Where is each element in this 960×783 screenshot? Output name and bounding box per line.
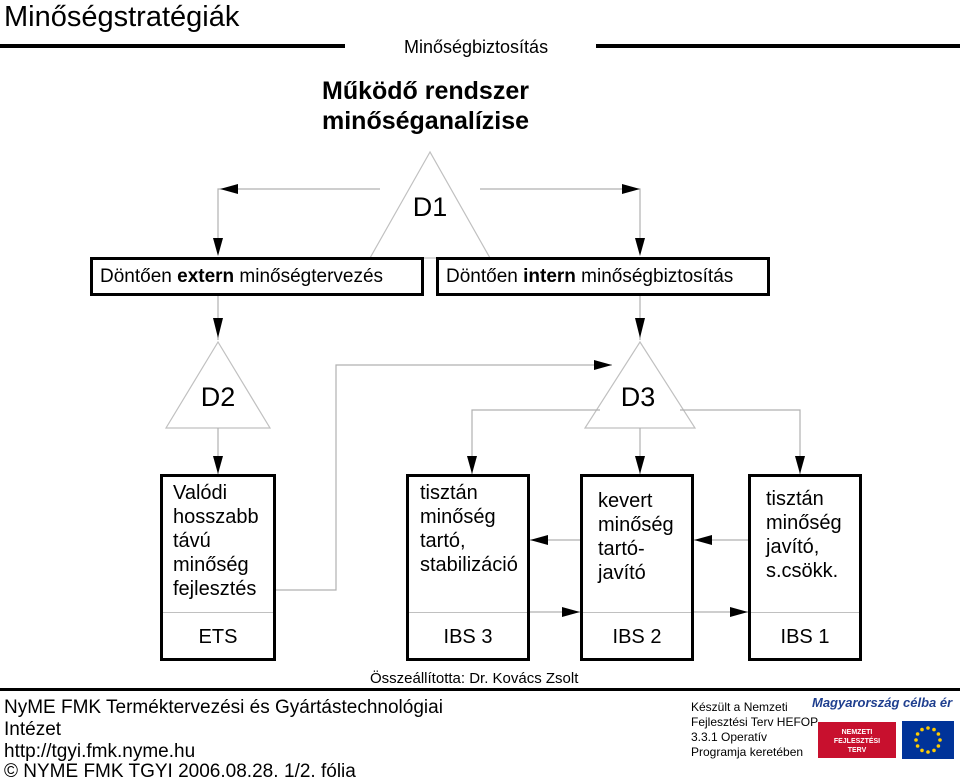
connector-ets-d3 [276, 364, 612, 591]
connector-d3-ibs1 [680, 409, 801, 474]
arrow-d1-right [622, 184, 640, 194]
page-title: Minőségstratégiák [4, 1, 240, 33]
strategy-text-ibs3: tisztán minőség tartó, stabilizáció [420, 482, 518, 576]
arrow-l1-d3 [635, 318, 645, 338]
hungary-banner: Magyarország célba ér [812, 695, 953, 710]
compiled-by: Összeállította: Dr. Kovács Zsolt [370, 670, 579, 687]
strategy-divider-ibs3 [409, 612, 527, 613]
decision-d2-label: D2 [200, 382, 236, 412]
strategy-box-ibs1: tisztán minőség javító, s.csökk. IBS 1 [748, 474, 862, 661]
strategy-code-ibs1: IBS 1 [780, 626, 830, 648]
nft-logo: NEMZETI FEJLESZTÉSI TERV [818, 722, 896, 758]
arrow-d3-ibs2 [635, 456, 645, 474]
arrow-ibs2-ibs3 [530, 535, 548, 545]
decision-d1-triangle [368, 150, 492, 259]
footer-rule [0, 688, 960, 691]
strategy-code-ibs2: IBS 2 [612, 626, 662, 648]
strategy-box-ibs3: tisztán minőség tartó, stabilizáció IBS … [406, 474, 530, 661]
strategy-text-ibs1: tisztán minőség javító, s.csökk. [766, 488, 842, 582]
copyright: © NYME FMK TGYI 2006.08.28. [4, 761, 279, 782]
arrow-ets-d3 [594, 360, 612, 370]
extern-design-box: Döntően extern minőségtervezés [90, 257, 424, 296]
institute-url[interactable]: http://tgyi.fmk.nyme.hu [4, 741, 196, 762]
arrow-ibs2-ibs1 [730, 607, 748, 617]
arrow-d3-ibs1 [795, 456, 805, 474]
connector-d3-ibs3 [471, 409, 600, 474]
institute-line1: NyME FMK Terméktervezési és Gyártástechn… [4, 697, 443, 718]
decision-d1-label: D1 [412, 192, 448, 222]
arrow-ibs3-ibs2 [562, 607, 580, 617]
eu-flag-icon [902, 721, 954, 759]
section-subtitle: Minőségbiztosítás [404, 37, 549, 57]
arrow-d1-left [220, 184, 238, 194]
strategy-code-ets: ETS [198, 626, 238, 648]
arrow-l1-d2 [213, 318, 223, 338]
funding-text: Készült a Nemzeti Fejlesztési Terv HEFOP… [691, 700, 819, 759]
arrow-ibs1-ibs2 [694, 535, 712, 545]
arrow-d3-ibs3 [467, 456, 477, 474]
header-rule-left [0, 44, 345, 48]
connector-d1-right [480, 188, 641, 252]
slide-number: 1/2. fólia [284, 761, 356, 782]
strategy-text-ibs2: kevert minőség tartó- javító [598, 490, 674, 584]
intern-assurance-box: Döntően intern minőségbiztosítás [436, 257, 770, 296]
decision-d3-label: D3 [620, 382, 656, 412]
strategy-code-ibs3: IBS 3 [443, 626, 493, 648]
arrow-d1-right-down [635, 238, 645, 256]
strategy-divider-ibs2 [583, 612, 691, 613]
arrow-d2-ets [213, 456, 223, 474]
strategy-text-ets: Valódi hosszabb távú minőség fejlesztés [173, 482, 259, 600]
intern-assurance-label: Döntően intern minőségbiztosítás [446, 266, 734, 287]
strategy-divider-ibs1 [751, 612, 859, 613]
strategy-box-ets: Valódi hosszabb távú minőség fejlesztés … [160, 474, 276, 661]
strategy-box-ibs2: kevert minőség tartó- javító IBS 2 [580, 474, 694, 661]
extern-design-label: Döntően extern minőségtervezés [100, 266, 384, 287]
strategy-divider-ets [163, 612, 273, 613]
institute-line2: Intézet [4, 719, 62, 740]
connector-d1-left [217, 188, 380, 252]
header-rule-right [596, 44, 960, 48]
diagram-title: Működő rendszer minőséganalízise [322, 77, 530, 135]
arrow-d1-left-down [213, 238, 223, 256]
